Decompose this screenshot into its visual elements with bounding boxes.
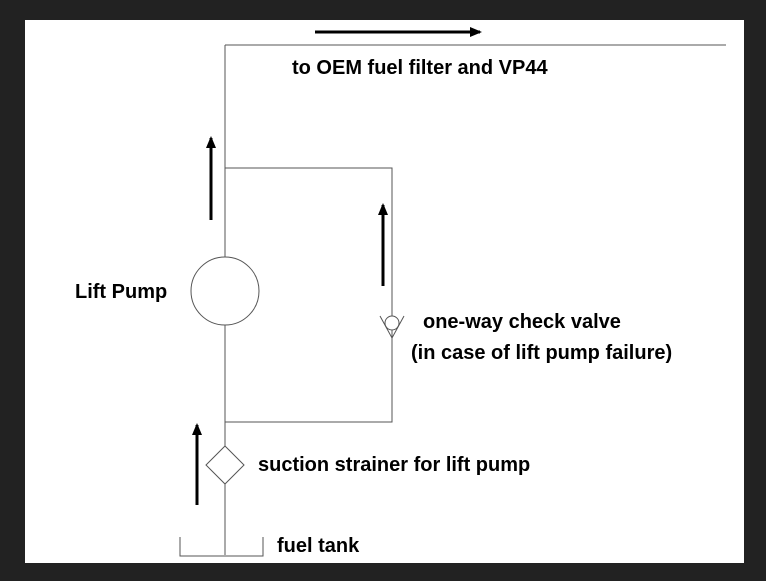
check-valve-note: (in case of lift pump failure) [411,342,672,364]
destination-label: to OEM fuel filter and VP44 [292,57,548,79]
lift-pump-label: Lift Pump [75,281,167,303]
lift-pump-symbol [190,256,260,326]
check-valve-symbol [379,315,405,340]
suction-strainer-symbol [205,445,245,485]
fuel-tank-label: fuel tank [277,535,360,557]
fuel-tank-symbol [179,537,264,557]
bypass-loop [225,167,393,423]
strainer-label: suction strainer for lift pump [258,454,530,476]
diagram-canvas [25,20,744,563]
check-valve-label: one-way check valve [423,311,621,333]
